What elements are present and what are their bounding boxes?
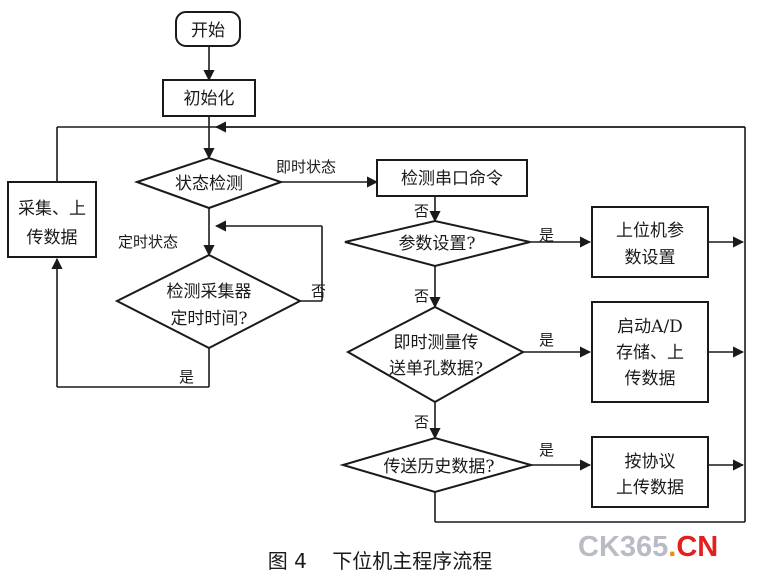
label-history-yes: 是 (539, 441, 554, 459)
svg-text:数设置: 数设置 (625, 248, 676, 268)
host-param-box: 上位机参 数设置 (591, 206, 709, 278)
ck365-logo: CK365.CN (578, 531, 718, 563)
svg-text:存储、上: 存储、上 (616, 343, 684, 363)
label-instant-state: 即时状态 (276, 158, 336, 176)
svg-text:即时测量传: 即时测量传 (394, 333, 479, 353)
protocol-upload-box: 按协议 上传数据 (591, 436, 709, 508)
label-instant-yes: 是 (539, 331, 554, 349)
svg-text:检测串口命令: 检测串口命令 (401, 169, 503, 189)
svg-text:传数据: 传数据 (27, 228, 78, 248)
check-serial-box: 检测串口命令 (376, 159, 528, 197)
figure-caption: 图 4 下位机主程序流程 (268, 549, 493, 573)
connector-lines (51, 46, 746, 523)
svg-text:启动A/D: 启动A/D (617, 317, 683, 337)
svg-text:CK365.CN: CK365.CN (578, 531, 718, 563)
svg-text:定时时间?: 定时时间? (170, 309, 247, 329)
label-timer-yes: 是 (179, 368, 194, 386)
label-param-no: 否 (414, 287, 429, 305)
collect-upload-box: 采集、上 传数据 (7, 181, 97, 258)
history-decision: 传送历史数据? (339, 436, 535, 494)
init-box: 初始化 (162, 79, 256, 117)
svg-text:传送历史数据?: 传送历史数据? (383, 457, 494, 477)
svg-text:采集、上: 采集、上 (18, 199, 86, 219)
label-timer-no: 否 (311, 282, 326, 300)
state-check-decision: 状态检测 (133, 156, 285, 210)
svg-text:参数设置?: 参数设置? (398, 234, 475, 254)
label-serial-no: 否 (414, 202, 429, 220)
label-timed-state: 定时状态 (118, 233, 178, 251)
param-setting-decision: 参数设置? (344, 219, 531, 268)
svg-text:传数据: 传数据 (625, 369, 676, 389)
svg-text:初始化: 初始化 (184, 89, 235, 109)
start-node: 开始 (175, 11, 241, 47)
check-timer-decision: 检测采集器 定时时间? (114, 253, 303, 350)
svg-text:上传数据: 上传数据 (616, 478, 684, 498)
svg-text:按协议: 按协议 (625, 452, 676, 472)
svg-text:检测采集器: 检测采集器 (167, 282, 252, 302)
svg-text:上位机参: 上位机参 (616, 221, 684, 241)
instant-measure-decision: 即时测量传 送单孔数据? (345, 305, 526, 404)
svg-text:送单孔数据?: 送单孔数据? (389, 359, 483, 379)
start-ad-box: 启动A/D 存储、上 传数据 (591, 301, 709, 403)
label-param-yes: 是 (539, 226, 554, 244)
svg-text:开始: 开始 (191, 21, 225, 41)
label-instant-no: 否 (414, 413, 429, 431)
svg-text:状态检测: 状态检测 (175, 174, 243, 194)
